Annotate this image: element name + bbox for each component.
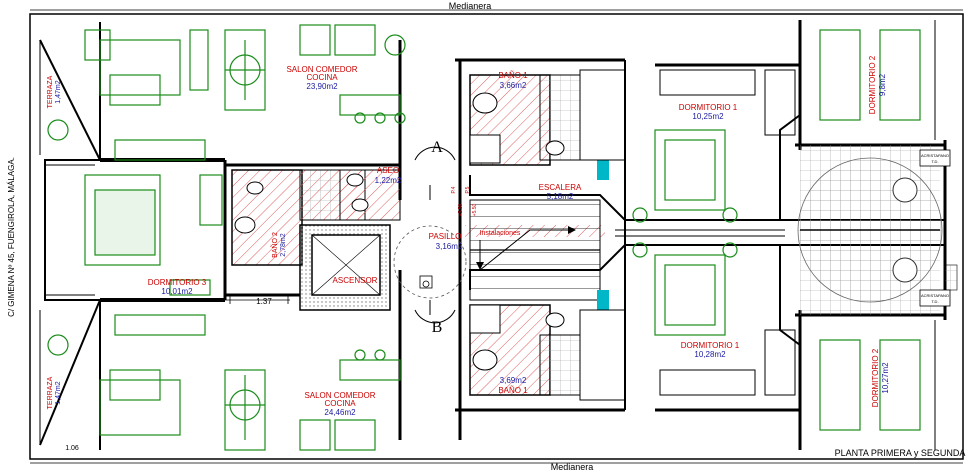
pasillo-area: 3,16m2 — [436, 242, 463, 251]
bano2-name: BAÑO 2 — [270, 232, 279, 258]
top-neighbor-label: Medianera — [449, 1, 492, 11]
instalaciones-label: Instalaciones — [480, 230, 521, 237]
dorm1-bottom-name: DORMITORIO 1 — [681, 341, 740, 350]
terraza-top-name: TERRAZA — [47, 75, 54, 108]
wardrobes — [579, 69, 796, 401]
staircase — [469, 199, 601, 301]
terraza-top-area: 1,47m2 — [55, 80, 62, 103]
bano2-area: 2,78m2 — [280, 233, 287, 256]
dorm2-top-name: DORMITORIO 2 — [868, 55, 877, 114]
landing-circle — [393, 225, 467, 299]
escalera-name: ESCALERA — [539, 183, 582, 192]
street-label: C/ GIMENA Nº 45, FUENGIROLA, MÁLAGA. — [7, 157, 16, 317]
plan-title: PLANTA PRIMERA y SEGUNDA — [835, 448, 966, 458]
salon-top-area: 23,90m2 — [306, 82, 338, 91]
section-a-label: A — [431, 139, 443, 156]
terraza-bottom-name: TERRAZA — [47, 376, 54, 409]
dorm2-bottom-name: DORMITORIO 2 — [871, 348, 880, 407]
pasillo-name: PASILLO — [429, 232, 462, 241]
level-mark-4: +5.50 — [472, 203, 478, 216]
bano1-top-area: 3,66m2 — [500, 81, 527, 90]
salon-top-sub: COCINA — [306, 73, 338, 82]
dimension-137 — [225, 296, 290, 304]
salon-bottom-sub: COCINA — [324, 399, 356, 408]
dorm3-name: DORMITORIO 3 — [148, 278, 207, 287]
section-b-label: B — [432, 319, 443, 336]
acristalado-bottom-line1: ACRISTAPANO — [921, 293, 949, 298]
level-mark-3: P.5 — [465, 186, 471, 193]
dorm2-top-area: 9,8m2 — [878, 73, 887, 96]
dorm3-area: 10,01m2 — [161, 287, 193, 296]
bottom-neighbor-label: Medianera — [551, 462, 594, 472]
acristalado-bottom-line2: T.D. — [931, 299, 938, 304]
terraza-bottom-area: 1,47m2 — [55, 381, 62, 404]
dimension-106-label: 1.06 — [65, 445, 79, 452]
dimension-137-label: 1.37 — [256, 297, 272, 306]
aseo-name: ASEO — [377, 166, 399, 175]
salon-bottom-name: SALON COMEDOR — [304, 391, 375, 400]
salon-top-name: SALON COMEDOR — [286, 65, 357, 74]
dorm1-top-area: 10,25m2 — [692, 112, 724, 121]
section-markers — [414, 146, 456, 324]
level-mark-1: P.4 — [451, 186, 457, 193]
level-mark-2: +5.50 — [458, 203, 464, 216]
acristalado-top-line1: ACRISTAPANO — [921, 153, 949, 158]
sanitary-fixtures — [234, 92, 565, 371]
acristalado-top-box — [919, 149, 951, 167]
dorm1-top-name: DORMITORIO 1 — [679, 103, 738, 112]
bano1-bottom-area: 3,69m2 — [500, 376, 527, 385]
acristalado-top-line2: T.D. — [931, 159, 938, 164]
escalera-area: 5,18m2 — [547, 192, 574, 201]
salon-bottom-area: 24,46m2 — [324, 408, 356, 417]
elevator-shaft — [299, 224, 391, 311]
dorm1-bottom-area: 10,28m2 — [694, 350, 726, 359]
furniture — [47, 24, 921, 451]
acristalado-bottom-box — [919, 289, 951, 307]
accessibility-icon — [419, 275, 433, 289]
bano1-bottom-name: BAÑO 1 — [498, 386, 528, 395]
dorm2-bottom-area: 10,27m2 — [881, 362, 890, 394]
ascensor-label: ASCENSOR — [333, 276, 378, 285]
patio — [797, 145, 943, 315]
bano1-top-name: BAÑO 1 — [498, 71, 528, 80]
aseo-area: 1,22m2 — [375, 176, 402, 185]
windows-accents — [597, 160, 958, 310]
